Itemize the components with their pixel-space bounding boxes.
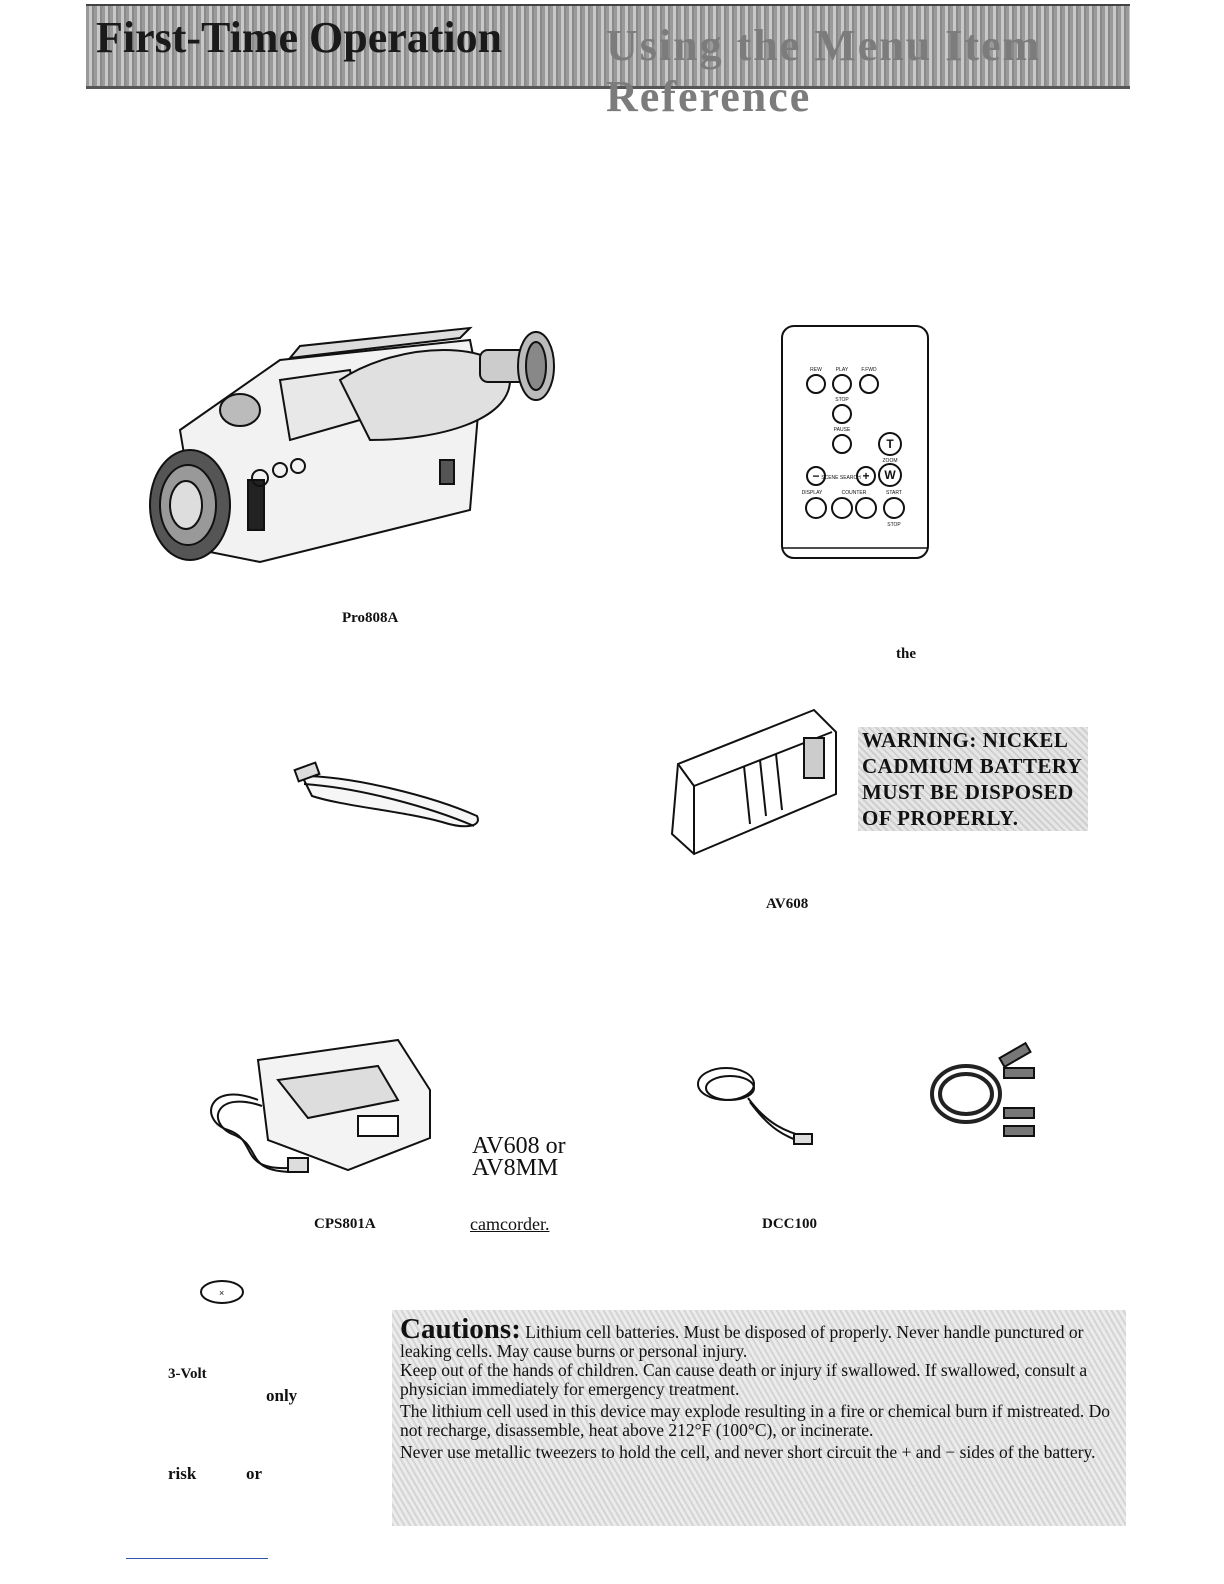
cable-model-label: DCC100 xyxy=(762,1216,817,1232)
battery-pack-text-1: AV608 or xyxy=(472,1133,566,1159)
remote-zoom-t-button xyxy=(878,432,902,456)
lithium-cell-x-glyph: × xyxy=(219,1288,224,1298)
remote-stop2-label: STOP xyxy=(887,522,901,528)
battery-pack-illustration xyxy=(670,708,837,856)
warning-line: MUST BE DISPOSED xyxy=(862,780,1074,804)
lithium-cell-illustration: × xyxy=(200,1280,244,1304)
remote-rew-button xyxy=(806,374,826,394)
camcorder-model-label: Pro808A xyxy=(342,610,399,626)
remote-stop-label: STOP xyxy=(835,397,849,403)
lithium-text-4: or xyxy=(246,1464,263,1483)
lithium-caution-box: Cautions: Lithium cell batteries. Must b… xyxy=(392,1310,1126,1526)
lithium-text-2: only xyxy=(266,1386,298,1405)
remote-pause-label: PAUSE xyxy=(834,427,851,433)
remote-start-label: START xyxy=(886,490,902,496)
remote-search-minus-button xyxy=(806,466,826,486)
remote-rew-label: REW xyxy=(810,367,822,373)
warning-line: WARNING: NICKEL xyxy=(862,728,1069,752)
remote-counter-reset-button xyxy=(831,497,853,519)
caution-paragraph-4: Never use metallic tweezers to hold the … xyxy=(400,1442,1096,1462)
av-cable-illustration xyxy=(930,1041,1035,1137)
caution-paragraph-1: Lithium cell batteries. Must be disposed… xyxy=(400,1322,1084,1361)
remote-zoom-label: ZOOM xyxy=(883,458,898,464)
shoulder-strap-illustration xyxy=(293,761,479,828)
caution-paragraph-3: The lithium cell used in this device may… xyxy=(400,1401,1110,1440)
nicad-warning-box: WARNING: NICKEL CADMIUM BATTERY MUST BE … xyxy=(858,727,1088,831)
remote-display-button xyxy=(805,497,827,519)
remote-zoom-w-glyph: W xyxy=(884,468,896,482)
remote-search-plus-button xyxy=(856,466,876,486)
remote-pause-button xyxy=(832,434,852,454)
remote-ffwd-button xyxy=(859,374,879,394)
lithium-text-1: 3-Volt xyxy=(168,1366,207,1382)
caution-paragraph-2: Keep out of the hands of children. Can c… xyxy=(400,1360,1088,1399)
caution-heading: Cautions: xyxy=(400,1313,521,1345)
remote-zoom-w-button xyxy=(878,463,902,487)
remote-plus-glyph: + xyxy=(862,469,869,483)
charger-model-label: CPS801A xyxy=(314,1216,376,1232)
warning-line: OF PROPERLY. xyxy=(862,806,1019,830)
remote-ffwd-label: F.FWD xyxy=(861,367,877,373)
battery-pack-text-2: AV8MM xyxy=(472,1155,559,1181)
header-banner: Using the Menu Item Reference First-Time… xyxy=(86,4,1130,121)
header-ghost-text: Using the Menu Item Reference xyxy=(606,21,1042,121)
battery-model-label: AV608 xyxy=(766,896,809,912)
lithium-text-3: risk xyxy=(168,1464,197,1483)
remote-play-button xyxy=(832,374,852,394)
remote-start-stop-button xyxy=(883,497,905,519)
page-title: First-Time Operation xyxy=(96,13,503,62)
camcorder-illustration xyxy=(149,326,555,564)
remote-play-label: PLAY xyxy=(836,367,849,373)
remote-stop-button xyxy=(832,404,852,424)
dc-cable-illustration xyxy=(697,1067,813,1145)
remote-note-label: the xyxy=(896,646,916,662)
warning-line: CADMIUM BATTERY xyxy=(862,754,1083,778)
remote-search-label: SCENE SEARCH xyxy=(821,475,861,481)
footer-rule xyxy=(126,1558,268,1559)
remote-zoom-t-glyph: T xyxy=(886,437,894,451)
charger-illustration xyxy=(210,1038,431,1173)
remote-control-illustration: REW PLAY F.FWD STOP PAUSE ZOOM SCENE SEA… xyxy=(781,325,929,559)
camcorder-word: camcorder. xyxy=(470,1214,550,1234)
remote-counter-mem-button xyxy=(855,497,877,519)
remote-counter-label: COUNTER xyxy=(842,490,867,496)
remote-display-label: DISPLAY xyxy=(802,490,823,496)
remote-minus-glyph: − xyxy=(812,469,819,483)
